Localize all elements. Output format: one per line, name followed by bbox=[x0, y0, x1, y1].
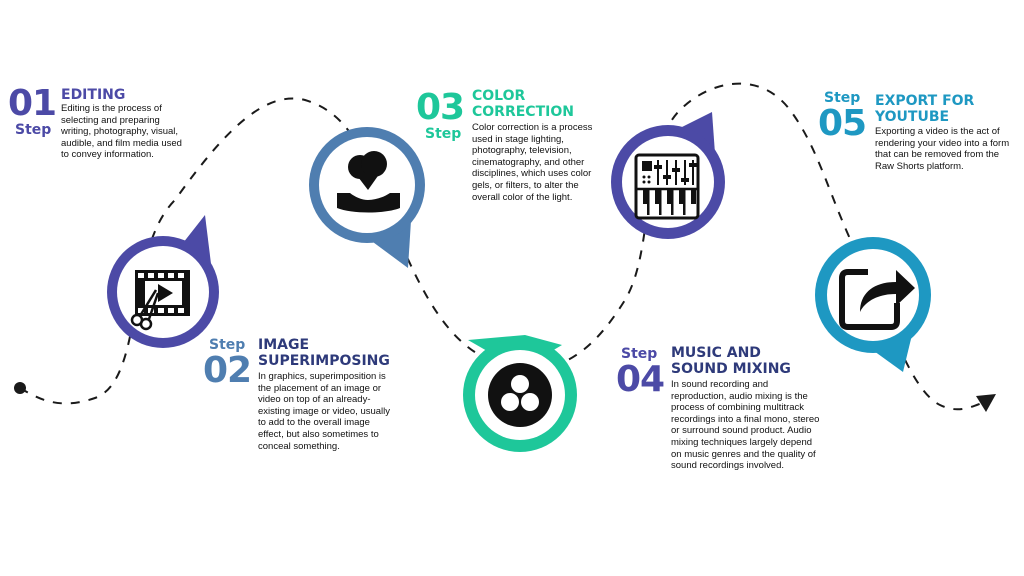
step-05-block: Step 05 bbox=[818, 90, 874, 142]
step-05-title: EXPORT FOR YOUTUBE bbox=[875, 93, 975, 125]
film-scissors-icon bbox=[130, 270, 190, 331]
step-04-title: MUSIC AND SOUND MIXING bbox=[671, 345, 791, 377]
step-05-number: 05 bbox=[818, 103, 867, 144]
step-03-description: Color correction is a process used in st… bbox=[472, 122, 593, 203]
step-03-label: Step bbox=[425, 126, 462, 142]
step-04-block: Step 04 bbox=[616, 346, 672, 398]
path-end-arrow-icon bbox=[976, 394, 996, 412]
step-03-title: COLOR CORRECTION bbox=[472, 88, 574, 120]
step-01-description: Editing is the process of selecting and … bbox=[61, 103, 182, 161]
step-02-label: Step bbox=[209, 337, 246, 353]
layered-image-icon bbox=[337, 151, 400, 213]
step-04-number: 04 bbox=[616, 359, 665, 400]
step-03-number: 03 bbox=[416, 87, 465, 128]
step-05-label: Step bbox=[824, 90, 861, 106]
step-02-number: 02 bbox=[203, 350, 252, 391]
step-01-title: EDITING bbox=[61, 87, 126, 103]
path-start-dot bbox=[14, 382, 26, 394]
mixer-keyboard-icon bbox=[634, 153, 700, 220]
marker-export bbox=[815, 237, 931, 372]
step-02-title: IMAGE SUPERIMPOSING bbox=[258, 337, 390, 369]
marker-music-mixing bbox=[611, 112, 725, 239]
share-export-icon bbox=[839, 269, 915, 330]
step-04-label: Step bbox=[621, 346, 658, 362]
step-02-description: In graphics, superimposition is the plac… bbox=[258, 371, 391, 452]
step-01-block: 01 Step bbox=[8, 83, 60, 139]
color-wheels-icon bbox=[488, 363, 552, 427]
step-02-block: Step 02 bbox=[203, 337, 259, 389]
step-05-description: Exporting a video is the act of renderin… bbox=[875, 126, 1010, 172]
step-03-block: 03 Step bbox=[416, 87, 472, 143]
step-01-label: Step bbox=[15, 122, 52, 138]
marker-color-correction bbox=[463, 335, 577, 452]
marker-editing bbox=[107, 215, 219, 348]
marker-image-superimposing bbox=[309, 127, 425, 268]
step-01-number: 01 bbox=[8, 83, 57, 124]
step-04-description: In sound recording and reproduction, aud… bbox=[671, 379, 820, 472]
